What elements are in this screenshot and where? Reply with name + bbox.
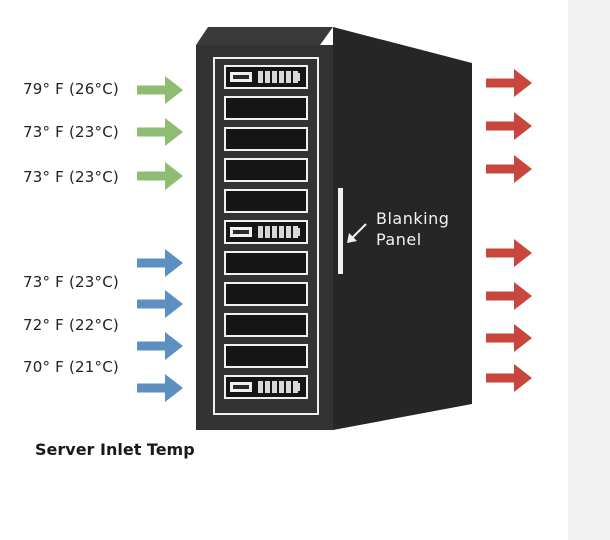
exhaust-arrow-1 [486, 69, 532, 97]
inlet-arrows [137, 76, 183, 402]
rack-top [196, 27, 333, 45]
rack-slots [224, 65, 308, 399]
exhaust-arrow-7 [486, 364, 532, 392]
inlet-arrow-2 [137, 118, 183, 146]
blanking-panel-label: Blanking Panel [376, 208, 449, 250]
exhaust-arrow-3 [486, 155, 532, 183]
empty-slot [224, 313, 308, 337]
empty-slot [224, 158, 308, 182]
exhaust-arrow-2 [486, 112, 532, 140]
inlet-arrow-4 [137, 249, 183, 277]
inlet-temp-label-3: 73° F (23°C) [23, 168, 119, 186]
inlet-arrow-3 [137, 162, 183, 190]
empty-slot [224, 189, 308, 213]
empty-slot [224, 282, 308, 306]
blanking-panel-pointer-head [347, 233, 357, 243]
inlet-temp-label-5: 72° F (22°C) [23, 316, 119, 334]
blanking-panel-pointer [350, 223, 367, 240]
server-unit [224, 65, 308, 89]
inlet-temp-label-1: 79° F (26°C) [23, 80, 119, 98]
exhaust-arrow-5 [486, 282, 532, 310]
blanking-panel-label-line1: Blanking [376, 209, 450, 228]
server-unit [224, 375, 308, 399]
exhaust-arrows [486, 69, 532, 392]
blanking-panel-label-line2: Panel [376, 230, 422, 249]
empty-slot [224, 344, 308, 368]
inlet-arrow-7 [137, 374, 183, 402]
rack-side-panel [333, 27, 472, 430]
empty-slot [224, 251, 308, 275]
empty-slot [224, 127, 308, 151]
page-edge-shade [568, 0, 610, 540]
empty-slot [224, 96, 308, 120]
diagram-caption: Server Inlet Temp [35, 440, 195, 459]
inlet-arrow-1 [137, 76, 183, 104]
blanking-panel-bar [338, 188, 343, 274]
inlet-arrow-5 [137, 290, 183, 318]
exhaust-arrow-6 [486, 324, 532, 352]
inlet-temp-label-6: 70° F (21°C) [23, 358, 119, 376]
exhaust-arrow-4 [486, 239, 532, 267]
server-unit [224, 220, 308, 244]
inlet-temp-label-4: 73° F (23°C) [23, 273, 119, 291]
inlet-arrow-6 [137, 332, 183, 360]
rack-inner-frame [213, 57, 319, 415]
inlet-temp-label-2: 73° F (23°C) [23, 123, 119, 141]
